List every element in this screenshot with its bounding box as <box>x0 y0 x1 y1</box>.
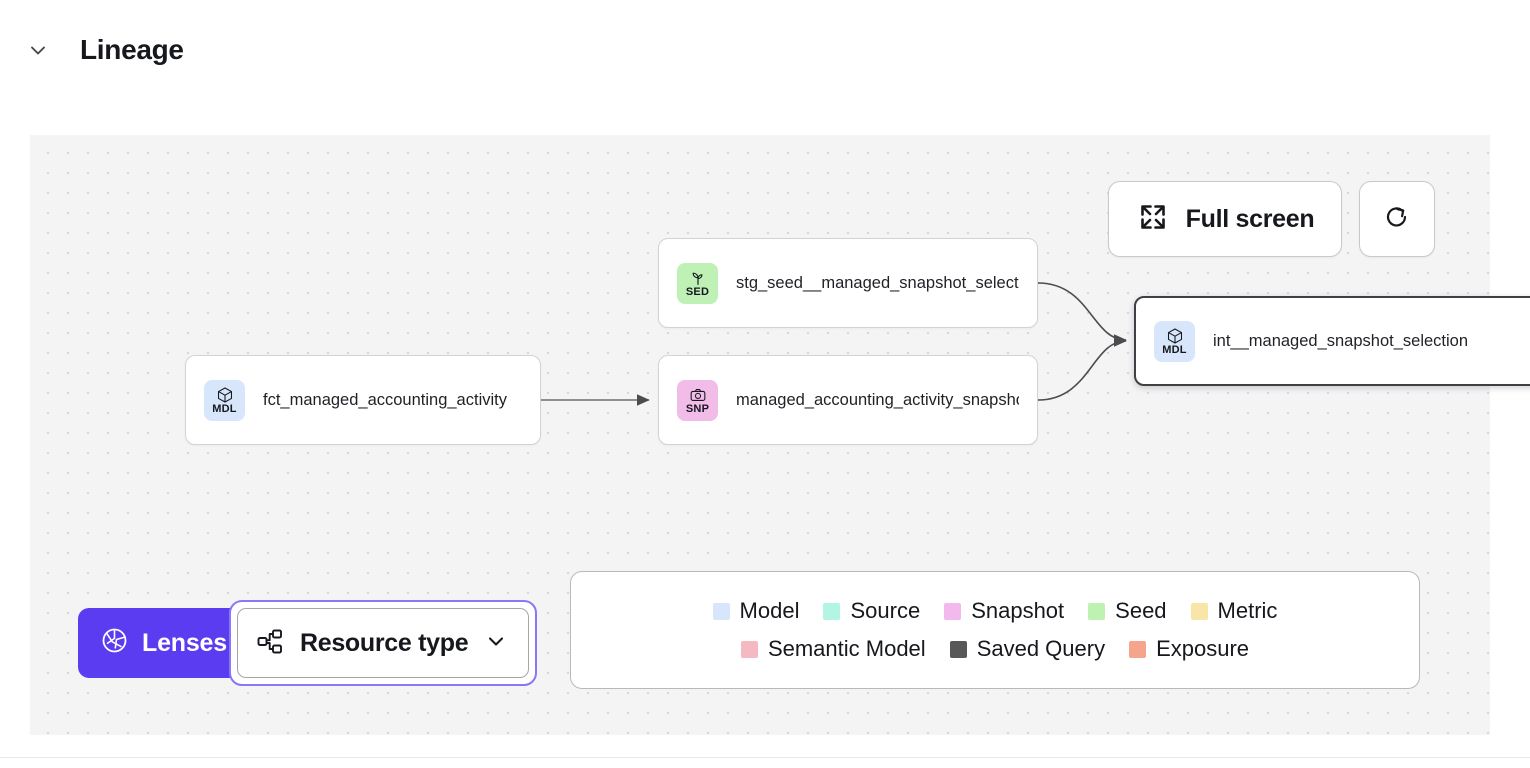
node-badge-model: MDL <box>204 379 245 421</box>
lineage-node-stg-seed-managed-snapshot-selection[interactable]: SED stg_seed__managed_snapshot_selecti..… <box>658 238 1038 328</box>
hierarchy-icon <box>256 627 284 660</box>
node-badge-text: SNP <box>685 402 710 415</box>
node-label: stg_seed__managed_snapshot_selecti... <box>736 273 1019 292</box>
legend-item-exposure: Exposure <box>1129 636 1249 662</box>
chevron-down-icon <box>484 629 508 658</box>
lenses-label: Lenses <box>142 628 227 657</box>
node-badge-snapshot: SNP <box>677 379 718 421</box>
legend-row-2: Semantic Model Saved Query Exposure <box>740 636 1249 662</box>
node-label: managed_accounting_activity_snapshot <box>736 390 1019 409</box>
refresh-icon <box>1380 200 1414 239</box>
lineage-node-int-managed-snapshot-selection[interactable]: MDL int__managed_snapshot_selection <box>1134 296 1530 386</box>
full-screen-button[interactable]: Full screen <box>1108 181 1342 257</box>
lineage-legend: Model Source Snapshot Seed Metric S <box>570 571 1420 689</box>
legend-label: Exposure <box>1156 636 1250 661</box>
legend-swatch-saved-query <box>949 640 967 658</box>
full-screen-label: Full screen <box>1185 204 1315 233</box>
legend-label: Snapshot <box>971 598 1065 623</box>
chevron-down-icon <box>27 39 49 61</box>
resource-type-focus-ring: Resource type <box>228 600 538 686</box>
cube-icon <box>216 386 234 403</box>
aperture-icon <box>100 626 129 660</box>
legend-item-snapshot: Snapshot <box>944 598 1064 624</box>
legend-row-1: Model Source Snapshot Seed Metric <box>712 598 1278 624</box>
legend-item-source: Source <box>823 598 920 624</box>
lineage-node-managed-accounting-activity-snapshot[interactable]: SNP managed_accounting_activity_snapshot <box>658 355 1038 445</box>
legend-swatch-model <box>712 602 730 620</box>
edge-snapshot-to-int <box>1037 335 1127 401</box>
node-badge-text: MDL <box>212 402 237 415</box>
legend-item-semantic-model: Semantic Model <box>740 636 926 662</box>
resource-type-label: Resource type <box>299 628 469 657</box>
legend-label: Model <box>739 598 800 623</box>
resource-type-dropdown[interactable]: Resource type <box>236 608 530 678</box>
node-label: fct_managed_accounting_activity <box>263 390 507 409</box>
legend-label: Metric <box>1217 598 1278 623</box>
legend-label: Source <box>850 598 921 623</box>
legend-label: Semantic Model <box>767 636 926 661</box>
node-badge-seed: SED <box>677 262 718 304</box>
node-label: int__managed_snapshot_selection <box>1213 331 1469 350</box>
legend-swatch-seed <box>1088 602 1106 620</box>
node-badge-model: MDL <box>1154 320 1195 362</box>
legend-label: Saved Query <box>976 636 1106 661</box>
legend-item-saved-query: Saved Query <box>949 636 1106 662</box>
legend-item-metric: Metric <box>1190 598 1278 624</box>
canvas-controls: Full screen <box>1108 181 1435 257</box>
expand-arrows-icon <box>1136 200 1170 239</box>
legend-item-model: Model <box>712 598 800 624</box>
legend-item-seed: Seed <box>1088 598 1167 624</box>
legend-swatch-exposure <box>1129 640 1147 658</box>
lenses-toolbar: Lenses Resource type <box>78 600 538 686</box>
lineage-node-fct-managed-accounting-activity[interactable]: MDL fct_managed_accounting_activity <box>185 355 541 445</box>
lineage-collapse-toggle[interactable] <box>18 30 58 70</box>
legend-swatch-snapshot <box>944 602 962 620</box>
legend-swatch-metric <box>1190 602 1208 620</box>
edge-seed-to-int <box>1037 282 1127 346</box>
lineage-graph-canvas[interactable]: MDL fct_managed_accounting_activity SED … <box>30 135 1530 735</box>
page-title: Lineage <box>80 34 184 65</box>
legend-swatch-semantic-model <box>740 640 758 658</box>
node-badge-text: SED <box>685 285 710 298</box>
lineage-section-header: Lineage <box>0 0 1530 100</box>
refresh-button[interactable] <box>1359 181 1435 257</box>
camera-icon <box>689 386 707 403</box>
lenses-button[interactable]: Lenses <box>78 608 251 678</box>
node-badge-text: MDL <box>1162 343 1187 356</box>
legend-label: Seed <box>1115 598 1167 623</box>
cube-icon <box>1166 327 1184 344</box>
sprout-icon <box>689 269 707 286</box>
bottom-divider <box>0 757 1530 758</box>
legend-swatch-source <box>823 602 841 620</box>
